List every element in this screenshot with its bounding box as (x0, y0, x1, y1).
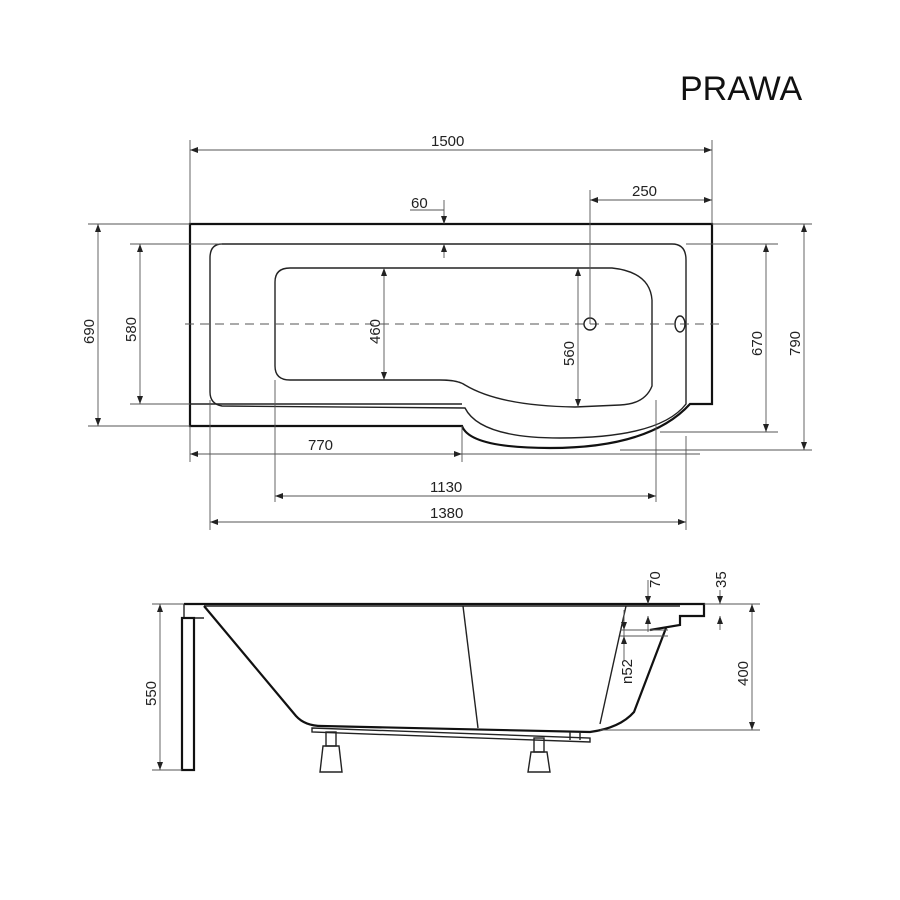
dim-1380-label: 1380 (430, 505, 463, 522)
dim-580-label: 580 (123, 317, 140, 342)
dim-790-label: 790 (787, 331, 804, 356)
overflow-icon (674, 315, 686, 333)
foot-right (527, 737, 551, 773)
dim-770-label: 770 (308, 437, 333, 454)
dim-1130-label: 1130 (430, 479, 462, 496)
dim-460-label: 460 (367, 319, 384, 344)
tub-rim-inner (209, 243, 687, 439)
dim-60-label: 60 (411, 195, 428, 212)
dim-1500-label: 1500 (431, 133, 464, 150)
front-panel (180, 616, 196, 772)
tub-outer-outline (188, 222, 714, 450)
dim-35-label: 35 (713, 571, 730, 588)
top-view: 1500 60 250 690 580 460 (81, 133, 812, 530)
tub-basin (274, 267, 653, 408)
dim-250-label: 250 (632, 183, 657, 200)
tub-side-body (203, 605, 668, 734)
dim-560-label: 560 (561, 341, 578, 366)
dim-n52-label: n52 (619, 659, 636, 684)
dim-70-label: 70 (647, 571, 664, 588)
variant-title: PRAWA (680, 70, 803, 108)
dim-690-label: 690 (81, 319, 98, 344)
dim-670-label: 670 (749, 331, 766, 356)
foot-left (319, 731, 343, 773)
tub-side-rim (184, 602, 706, 632)
tub-base (311, 727, 591, 743)
side-view: 550 400 70 35 n52 (143, 571, 760, 773)
dim-400-label: 400 (735, 661, 752, 686)
dim-550-label: 550 (143, 681, 160, 706)
